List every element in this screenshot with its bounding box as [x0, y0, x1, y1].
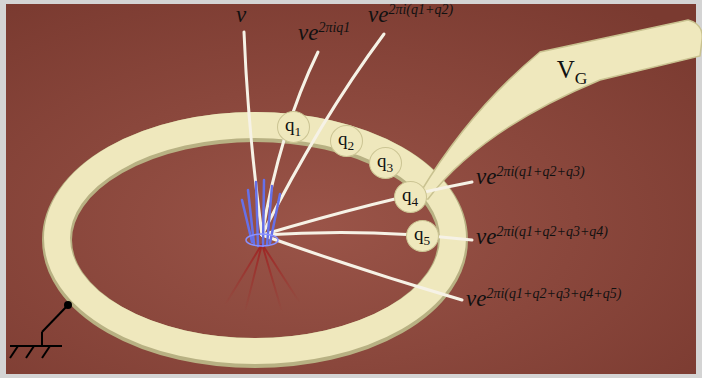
- phase-strands: [244, 32, 472, 300]
- phase-label: ve2πiq1: [298, 20, 350, 46]
- flux-loop: [246, 234, 278, 246]
- red-strands: [225, 244, 300, 315]
- phase-label: ve2πi(q1+q2+q3+q4+q5): [466, 286, 621, 312]
- node-text: VG: [557, 56, 588, 89]
- node-text: q1: [285, 114, 301, 140]
- phase-label: ve2πi(q1+q2+q3): [476, 164, 585, 190]
- node-text: q2: [338, 128, 354, 154]
- ring-segment: q2: [330, 125, 363, 157]
- quantum-ring: [57, 125, 453, 351]
- gate-electrode: [420, 20, 702, 199]
- ring-segment: q4: [394, 181, 427, 213]
- node-text: q5: [414, 223, 430, 249]
- ring-segment: q5: [406, 220, 439, 252]
- phase-label: ve2πi(q1+q2): [368, 2, 453, 28]
- node-text: q3: [377, 150, 393, 176]
- node-text: q4: [402, 184, 418, 210]
- phase-label: ve2πi(q1+q2+q3+q4): [476, 224, 608, 250]
- phase-label: v: [236, 2, 246, 28]
- gate-label: VG: [552, 54, 593, 91]
- ring-segment: q1: [277, 111, 310, 143]
- ring-segment: q3: [369, 147, 402, 179]
- flux-strands: [242, 180, 280, 246]
- contact-dot: [64, 301, 72, 309]
- ground-symbol: [10, 305, 68, 358]
